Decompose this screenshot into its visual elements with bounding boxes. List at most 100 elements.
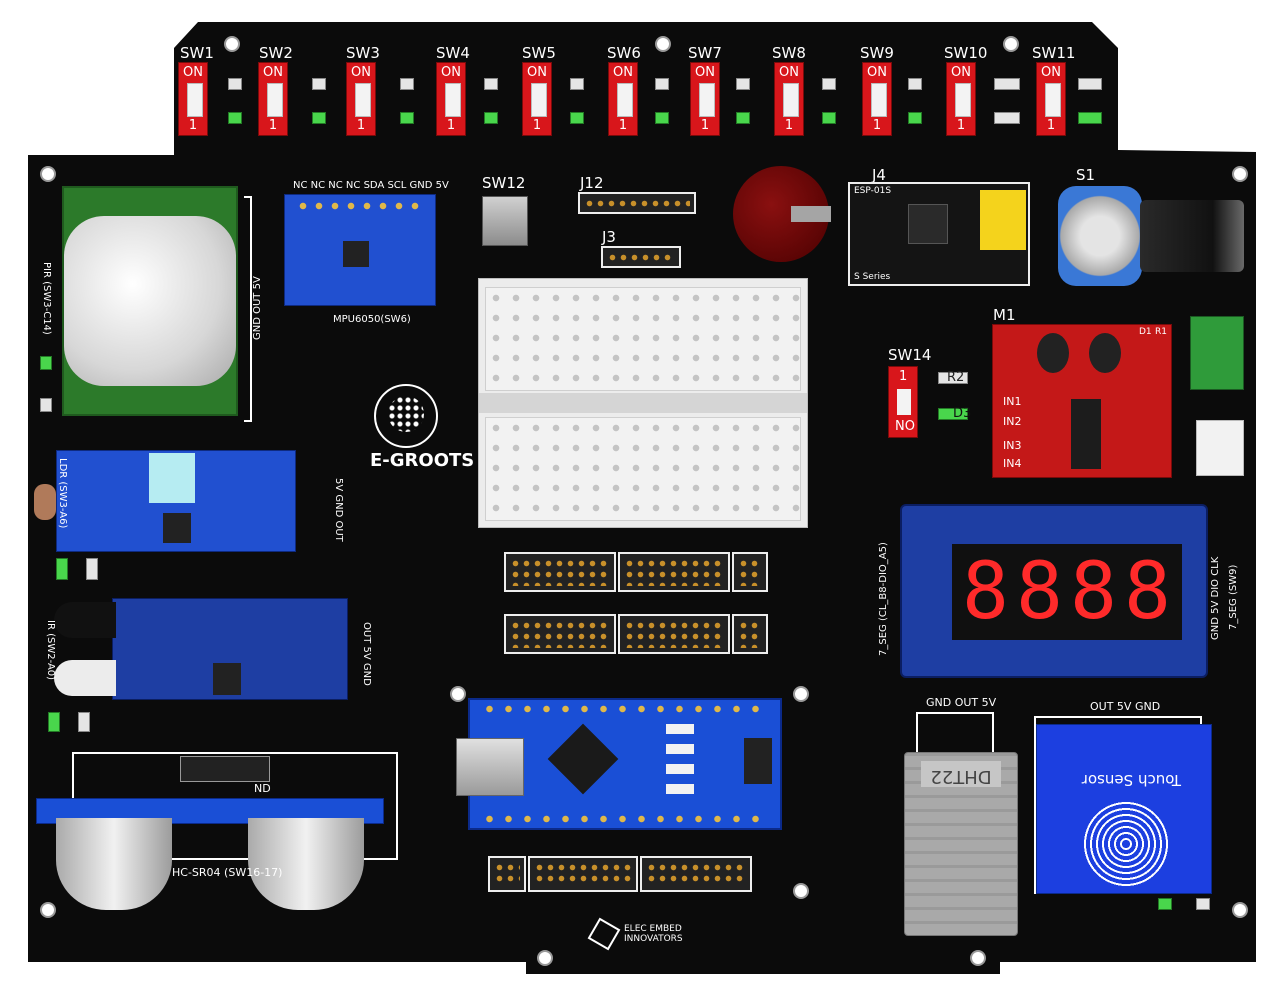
input-in3: IN3 [1003, 439, 1022, 452]
led-green [1078, 112, 1102, 124]
resistor [908, 78, 922, 90]
touch-sensor-module[interactable]: Touch Sensor [1036, 724, 1212, 894]
usb-port [456, 738, 524, 796]
brand-logo-text: E-GROOTS [370, 450, 475, 471]
dip-switch-sw2[interactable]: ON 1 [258, 62, 288, 136]
r1-label: R1 [1155, 327, 1167, 337]
push-button-sw12[interactable] [482, 196, 528, 246]
touch-pins: OUT 5V GND [1090, 700, 1161, 713]
sw14-no: NO [895, 419, 915, 434]
sw-on-label: ON [867, 65, 887, 80]
touch-name: Touch Sensor [1081, 771, 1181, 789]
pir-outline [244, 196, 252, 422]
ultrasonic-label: HC-SR04 (SW16-17) [172, 866, 283, 879]
seg7-side-label: 7_SEG (CL_B8-DIO_A5) [878, 542, 889, 656]
dht-name: DHT22 [921, 761, 1001, 787]
breadboard-channel [479, 393, 807, 413]
pins [738, 620, 762, 648]
switch-lever [783, 83, 799, 117]
sw11-label: SW11 [1032, 44, 1076, 62]
mount-hole [1003, 36, 1019, 52]
sw-one-label: 1 [268, 118, 278, 133]
switch-lever [531, 83, 547, 117]
mpu6050-module [284, 194, 436, 306]
dip-switch-sw7[interactable]: ON 1 [690, 62, 720, 136]
switch-lever [267, 83, 283, 117]
resistor [822, 78, 836, 90]
d1-label: D1 [1139, 327, 1152, 337]
female-header [504, 614, 616, 654]
switch-lever [955, 83, 971, 117]
seven-segment-display: 8 8 8 8 [952, 544, 1182, 640]
sw14-label: SW14 [888, 346, 932, 364]
led-green [655, 112, 669, 124]
sw-on-label: ON [695, 65, 715, 80]
led-green [484, 112, 498, 124]
pins [607, 252, 675, 262]
mount-hole [224, 36, 240, 52]
sw2-label: SW2 [259, 44, 293, 62]
driver-chip [1071, 399, 1101, 469]
mount-hole [793, 883, 809, 899]
pins [624, 620, 724, 648]
pins [738, 558, 762, 586]
chip [163, 513, 191, 543]
switch-lever [445, 83, 461, 117]
female-header [640, 856, 752, 892]
sw12-label: SW12 [482, 174, 526, 192]
toggle-switch-s1[interactable] [1058, 186, 1142, 286]
sw10-label: SW10 [944, 44, 988, 62]
sw5-label: SW5 [522, 44, 556, 62]
dht-pins: GND OUT 5V [926, 696, 997, 709]
switch-lever [897, 389, 911, 415]
mount-hole [655, 36, 671, 52]
mount-hole [1232, 166, 1248, 182]
mount-hole [40, 166, 56, 182]
chip [343, 241, 369, 267]
led [994, 112, 1020, 124]
dht22-sensor: DHT22 [904, 752, 1018, 936]
mount-hole [1232, 902, 1248, 918]
m1-label: M1 [993, 306, 1016, 324]
header-j12 [578, 192, 696, 214]
touch-pad[interactable] [1083, 801, 1169, 887]
antenna-icon [980, 190, 1026, 250]
female-header [618, 614, 730, 654]
resistor [40, 398, 52, 412]
breadboard [478, 278, 808, 528]
pins [624, 558, 724, 586]
pir-pins: GND OUT 5V [252, 276, 263, 340]
dip-switch-sw14[interactable]: 1 NO [888, 366, 918, 438]
digit: 8 [1070, 547, 1117, 637]
sw9-label: SW9 [860, 44, 894, 62]
dc-jack [1140, 200, 1244, 272]
digit: 8 [1124, 547, 1171, 637]
pir-label: PIR (SW3-C14) [41, 262, 52, 335]
mount-hole [40, 902, 56, 918]
pir-dome [64, 216, 236, 386]
pin-row [295, 201, 425, 211]
ir-pins: OUT 5V GND [361, 622, 372, 686]
sw-one-label: 1 [700, 118, 710, 133]
led-green [228, 112, 242, 124]
mpu-label: MPU6050(SW6) [333, 314, 411, 325]
r2-label: R2 [947, 370, 965, 385]
mount-hole [970, 950, 986, 966]
sw-on-label: ON [527, 65, 547, 80]
pins [510, 620, 610, 648]
led-green [400, 112, 414, 124]
sw-on-label: ON [263, 65, 283, 80]
sw8-label: SW8 [772, 44, 806, 62]
ultrasonic-nd: ND [254, 782, 271, 795]
d3-label: D3 [953, 406, 972, 421]
